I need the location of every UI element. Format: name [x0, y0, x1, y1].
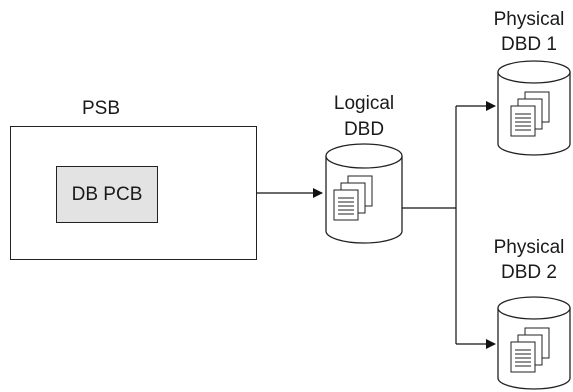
logical-dbd-label-line2: DBD — [343, 119, 385, 140]
logical-dbd-database-icon — [325, 143, 403, 244]
physical-dbd2-label-line2: DBD 2 — [501, 262, 557, 283]
psb-label: PSB — [82, 98, 121, 119]
physical-dbd2-database-icon — [497, 296, 571, 390]
physical-dbd1-database-icon — [497, 60, 571, 156]
db-pcb-label: DB PCB — [71, 183, 143, 205]
logical-dbd-label-line1: Logical — [333, 93, 395, 114]
physical-dbd1-label-line2: DBD 1 — [501, 34, 557, 55]
physical-dbd2-label-line1: Physical — [493, 237, 565, 258]
db-pcb-box: DB PCB — [56, 166, 158, 223]
physical-dbd1-label-line1: Physical — [493, 9, 565, 30]
